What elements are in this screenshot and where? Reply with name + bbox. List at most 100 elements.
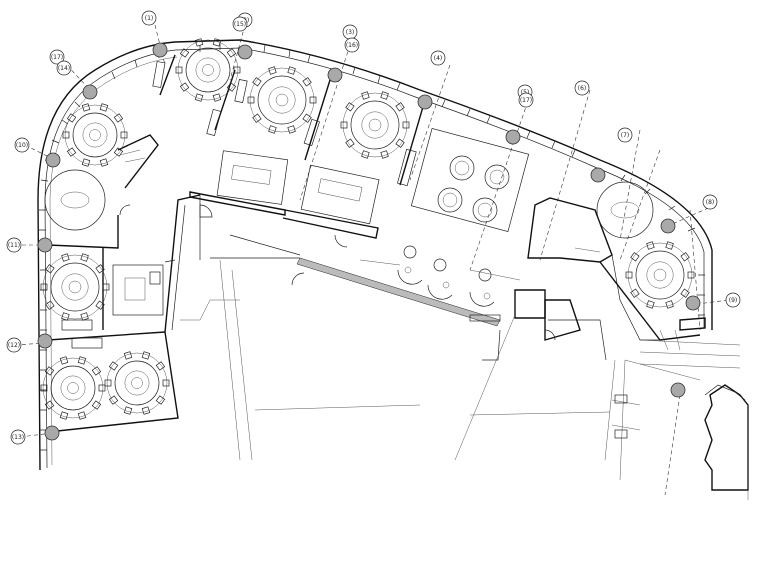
chair bbox=[61, 312, 70, 321]
grid-bubble: (4) bbox=[430, 50, 446, 66]
chair bbox=[81, 103, 91, 112]
chair bbox=[102, 283, 110, 291]
chair bbox=[212, 38, 222, 47]
chair bbox=[95, 264, 105, 274]
chair bbox=[361, 150, 370, 159]
column bbox=[82, 84, 98, 100]
column bbox=[152, 42, 168, 58]
column bbox=[37, 333, 53, 349]
chair bbox=[45, 300, 55, 310]
chair bbox=[141, 406, 151, 415]
chair bbox=[80, 253, 89, 262]
chair bbox=[123, 351, 133, 360]
grid-bubble: (16) bbox=[344, 37, 360, 53]
chair bbox=[179, 82, 190, 92]
round-table bbox=[340, 91, 410, 159]
chair bbox=[108, 361, 119, 371]
chair bbox=[646, 241, 655, 250]
chair bbox=[302, 113, 312, 123]
booth-tables bbox=[44, 169, 654, 239]
grid-label: (1) bbox=[145, 15, 154, 22]
round-table bbox=[40, 356, 106, 420]
chair bbox=[77, 356, 87, 365]
column bbox=[37, 237, 53, 253]
lounge-areas bbox=[112, 150, 380, 316]
round-table bbox=[625, 241, 695, 309]
chair bbox=[59, 356, 69, 365]
grid-bubble: (17) bbox=[49, 49, 65, 65]
chair bbox=[630, 288, 640, 298]
chair bbox=[340, 121, 348, 129]
round-table bbox=[40, 253, 110, 321]
chair bbox=[194, 38, 204, 47]
chair bbox=[91, 366, 102, 376]
chair bbox=[226, 48, 237, 58]
chair bbox=[80, 312, 89, 321]
grid-label: (13) bbox=[12, 434, 24, 441]
curved-seating bbox=[397, 245, 495, 307]
chair bbox=[252, 77, 262, 87]
chair bbox=[108, 395, 119, 405]
chair bbox=[302, 77, 312, 87]
chair bbox=[45, 264, 55, 274]
chair bbox=[625, 271, 633, 279]
grid-label: (14) bbox=[58, 65, 70, 72]
chair bbox=[287, 66, 296, 75]
chair bbox=[62, 131, 70, 139]
column bbox=[590, 167, 606, 183]
grid-label: (6) bbox=[578, 85, 587, 92]
column bbox=[45, 152, 61, 168]
grid-bubble: (9) bbox=[725, 292, 741, 308]
column bbox=[327, 67, 343, 83]
round-table bbox=[62, 103, 128, 167]
chair bbox=[287, 125, 296, 134]
chair bbox=[104, 379, 112, 387]
grid-label: (11) bbox=[8, 242, 20, 249]
chair bbox=[395, 138, 405, 148]
facade-mullions bbox=[39, 43, 705, 451]
chair bbox=[59, 411, 69, 420]
chair bbox=[226, 82, 237, 92]
grid-label: (8) bbox=[706, 199, 715, 206]
chair bbox=[141, 351, 151, 360]
chair bbox=[162, 379, 170, 387]
chair bbox=[345, 102, 355, 112]
sideboards bbox=[61, 61, 417, 349]
chair bbox=[361, 91, 370, 100]
doors bbox=[119, 204, 556, 341]
chair bbox=[233, 66, 241, 74]
grid-label: (7) bbox=[621, 132, 630, 139]
chair bbox=[61, 253, 70, 262]
grid-bubble: (14) bbox=[56, 60, 72, 76]
chair bbox=[40, 384, 48, 392]
grid-label: (16) bbox=[346, 42, 358, 49]
column bbox=[505, 129, 521, 145]
chair bbox=[345, 138, 355, 148]
grid-label: (5) bbox=[521, 89, 530, 96]
chair bbox=[380, 150, 389, 159]
grid-bubble: (11) bbox=[6, 237, 22, 253]
banquet-area bbox=[410, 127, 530, 233]
grid-bubble: (17) bbox=[518, 92, 534, 108]
grid-label: (10) bbox=[16, 142, 28, 149]
chair bbox=[687, 271, 695, 279]
chair bbox=[66, 147, 77, 157]
interior-walls bbox=[47, 54, 749, 500]
grid-label: (9) bbox=[729, 297, 738, 304]
grid-label: (12) bbox=[8, 342, 20, 349]
chair bbox=[630, 252, 640, 262]
grid-bubble: (12) bbox=[6, 337, 22, 353]
chair bbox=[40, 283, 48, 291]
chair bbox=[665, 300, 674, 309]
grid-bubble: (3) bbox=[342, 24, 358, 40]
chair bbox=[95, 300, 105, 310]
grid-bubble: (7) bbox=[617, 127, 633, 143]
chair bbox=[680, 252, 690, 262]
column bbox=[417, 94, 433, 110]
structural-columns bbox=[37, 42, 701, 441]
chair bbox=[252, 113, 262, 123]
chair bbox=[680, 288, 690, 298]
chair bbox=[402, 121, 410, 129]
column bbox=[44, 425, 60, 441]
chair bbox=[247, 96, 255, 104]
